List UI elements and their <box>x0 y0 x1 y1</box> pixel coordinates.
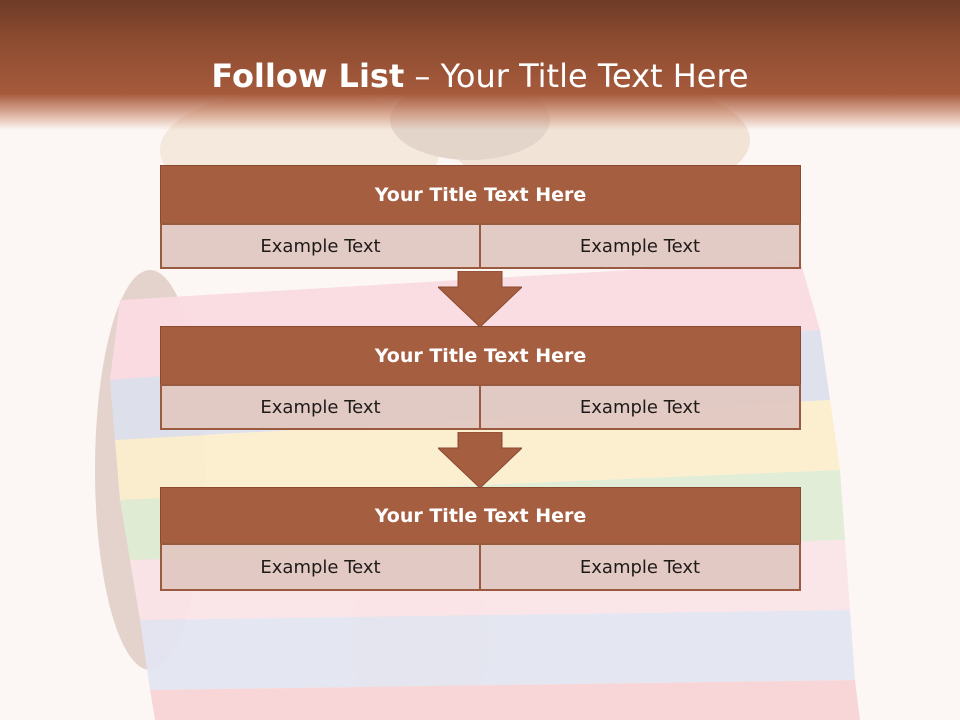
step-title-1: Your Title Text Here <box>160 165 801 224</box>
down-arrow-1 <box>438 271 522 327</box>
slide-title-rest: – Your Title Text Here <box>414 57 749 95</box>
step-2-left-cell: Example Text <box>160 384 481 430</box>
step-3-left-cell: Example Text <box>160 543 481 591</box>
step-3-right-cell: Example Text <box>479 543 801 591</box>
step-title-3: Your Title Text Here <box>160 487 801 544</box>
step-1-left-cell: Example Text <box>160 223 481 269</box>
slide-title-bold: Follow List <box>211 57 405 95</box>
step-block-3: Your Title Text Here Example Text Exampl… <box>160 487 801 591</box>
slide-title: Follow List – Your Title Text Here <box>0 52 960 100</box>
step-block-1: Your Title Text Here Example Text Exampl… <box>160 165 801 271</box>
step-block-2: Your Title Text Here Example Text Exampl… <box>160 326 801 432</box>
step-title-2: Your Title Text Here <box>160 326 801 385</box>
step-1-right-cell: Example Text <box>479 223 801 269</box>
header-band <box>0 0 960 130</box>
step-2-right-cell: Example Text <box>479 384 801 430</box>
down-arrow-2 <box>438 432 522 488</box>
